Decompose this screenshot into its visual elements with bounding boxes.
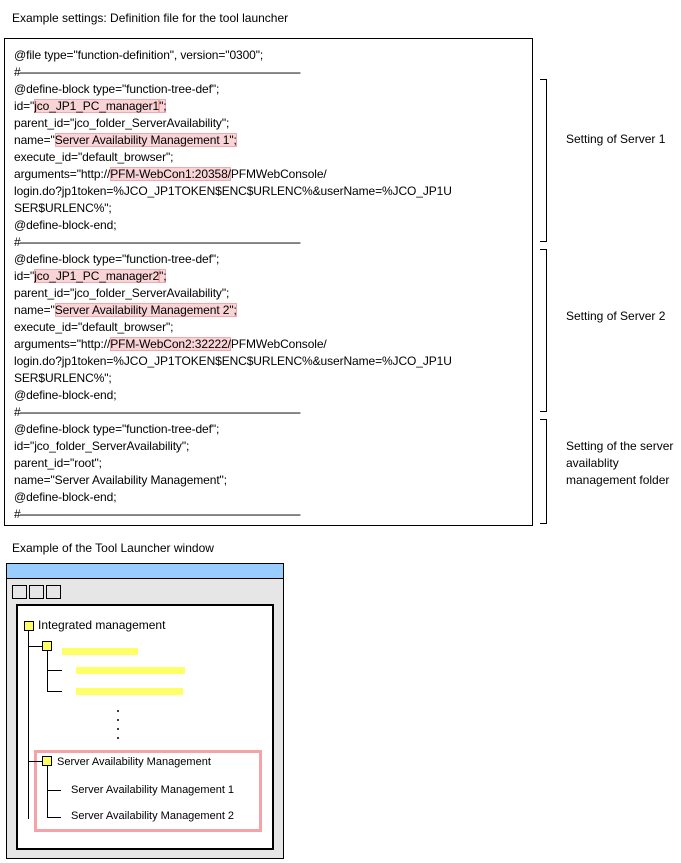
block2-login-line: login.do?jp1token=%JCO_JP1TOKEN$ENC$URLE… — [14, 354, 452, 368]
window-button-1[interactable] — [12, 585, 27, 599]
block1-name-line: name="Server Availability Management 1"; — [14, 133, 237, 147]
block1-parent-line: parent_id="jco_folder_ServerAvailability… — [14, 116, 230, 130]
block1-id-highlight: jco_JP1_PC_manager1 — [34, 99, 160, 113]
ellipsis-dot — [117, 710, 119, 712]
tool-launcher-window: Integrated management Server Availabilit… — [6, 563, 284, 859]
separator-line: #---------------------------------------… — [14, 507, 301, 521]
separator-line: #---------------------------------------… — [14, 235, 301, 249]
window-button-3[interactable] — [46, 585, 61, 599]
block1-user-line: SER$URLENC%"; — [14, 201, 112, 215]
block3-parent-line: parent_id="root"; — [14, 456, 102, 470]
server1-setting-label: Setting of Server 1 — [566, 132, 666, 146]
block2-end-line: @define-block-end; — [14, 388, 117, 402]
tree-root-label[interactable]: Integrated management — [38, 618, 166, 632]
tree-line — [47, 817, 61, 818]
block2-id-line: id="jco_JP1_PC_manager2"; — [14, 269, 167, 283]
block3-name-line: name="Server Availability Management"; — [14, 473, 227, 487]
root-folder-icon[interactable] — [24, 621, 34, 631]
tree-item-server2[interactable]: Server Availability Management 2 — [71, 810, 235, 822]
ellipsis-dot — [117, 728, 119, 730]
ellipsis-dot — [117, 737, 119, 739]
block2-name-highlight: Server Availability Management 2"; — [54, 303, 237, 317]
folder-icon[interactable] — [42, 641, 52, 651]
block3-define-line: @define-block type="function-tree-def"; — [14, 422, 220, 436]
tree-line — [47, 651, 48, 691]
placeholder-folder-bar — [62, 648, 138, 655]
block1-name-highlight: Server Availability Management 1"; — [54, 133, 237, 147]
tree-folder-label[interactable]: Server Availability Management — [57, 756, 211, 768]
server2-bracket — [540, 249, 547, 412]
highlight-frame — [34, 750, 262, 832]
server1-bracket — [540, 79, 547, 242]
block2-parent-line: parent_id="jco_folder_ServerAvailability… — [14, 286, 230, 300]
tool-launcher-tree: Integrated management Server Availabilit… — [16, 604, 274, 850]
definition-file-caption: Example settings: Definition file for th… — [12, 11, 289, 25]
tree-line — [47, 790, 61, 791]
separator-line: #---------------------------------------… — [14, 405, 301, 419]
tree-line — [28, 761, 42, 762]
block2-user-line: SER$URLENC%"; — [14, 371, 112, 385]
block2-args-line: arguments="http://PFM-WebCon2:32222/PFMW… — [14, 337, 327, 351]
tree-line — [47, 670, 62, 671]
block2-name-line: name="Server Availability Management 2"; — [14, 303, 237, 317]
definition-file-code-box: @file type="function-definition", versio… — [4, 38, 533, 526]
ellipsis-dot — [117, 719, 119, 721]
block1-define-line: @define-block type="function-tree-def"; — [14, 82, 220, 96]
file-header-line: @file type="function-definition", versio… — [14, 48, 264, 62]
folder-setting-label: Setting of the server availablity manage… — [566, 439, 674, 487]
tree-line — [47, 766, 48, 818]
tree-line — [47, 691, 62, 692]
tree-line — [28, 631, 29, 819]
window-button-2[interactable] — [29, 585, 44, 599]
block2-define-line: @define-block type="function-tree-def"; — [14, 252, 220, 266]
block2-id-highlight: jco_JP1_PC_manager2 — [34, 269, 160, 283]
block1-id-line: id="jco_JP1_PC_manager1"; — [14, 99, 167, 113]
placeholder-item-bar — [76, 667, 185, 674]
block2-host-highlight: PFM-WebCon2:32222/ — [110, 337, 231, 351]
block1-host-highlight: PFM-WebCon1:20358/ — [110, 167, 231, 181]
folder-icon[interactable] — [42, 756, 52, 766]
block1-execute-line: execute_id="default_browser"; — [14, 150, 174, 164]
block1-end-line: @define-block-end; — [14, 218, 117, 232]
block2-execute-line: execute_id="default_browser"; — [14, 320, 174, 334]
placeholder-item-bar — [76, 688, 183, 695]
block1-login-line: login.do?jp1token=%JCO_JP1TOKEN$ENC$URLE… — [14, 184, 452, 198]
tree-item-server1[interactable]: Server Availability Management 1 — [71, 784, 235, 796]
tool-launcher-caption: Example of the Tool Launcher window — [12, 541, 214, 555]
tree-line — [28, 646, 42, 647]
block3-end-line: @define-block-end; — [14, 490, 117, 504]
folder-bracket — [540, 419, 547, 524]
separator-line: #---------------------------------------… — [14, 65, 301, 79]
server2-setting-label: Setting of Server 2 — [566, 309, 666, 323]
block1-args-line: arguments="http://PFM-WebCon1:20358/PFMW… — [14, 167, 327, 181]
window-titlebar[interactable] — [7, 564, 283, 579]
block3-id-line: id="jco_folder_ServerAvailability"; — [14, 439, 190, 453]
